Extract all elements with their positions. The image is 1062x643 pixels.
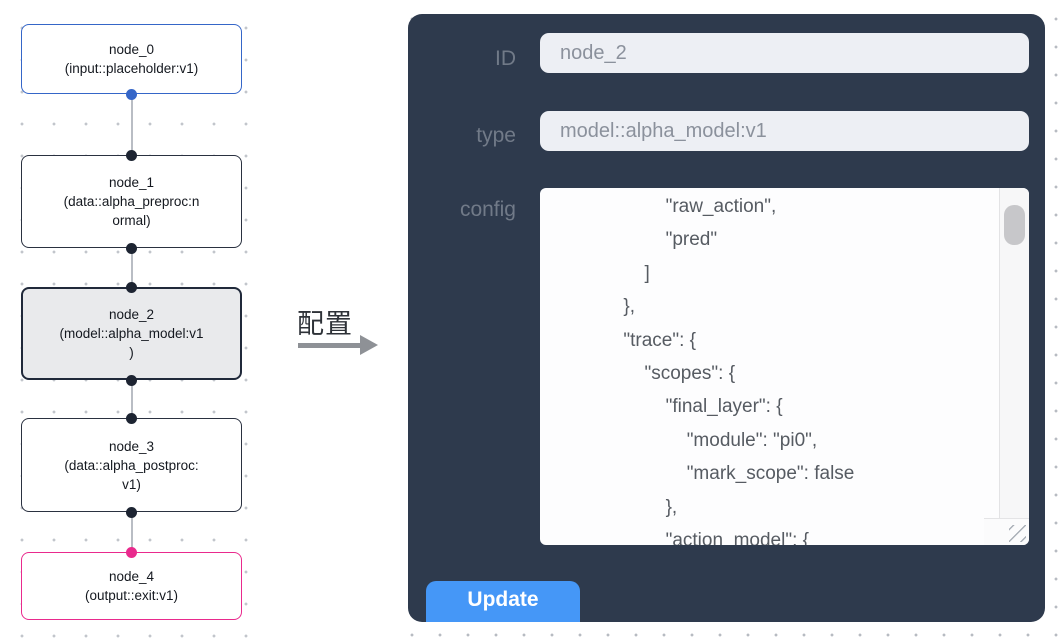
right-arrow-head-icon	[360, 335, 378, 355]
edge-node0-node1	[131, 94, 133, 155]
node-subtitle: )	[129, 345, 134, 360]
textarea-resize-corner[interactable]	[984, 518, 1029, 545]
config-scrollbar-thumb[interactable]	[1004, 205, 1025, 245]
node-config-panel: ID type config "raw_action", "pred" ] },…	[408, 14, 1045, 622]
config-textarea[interactable]: "raw_action", "pred" ] }, "trace": { "sc…	[540, 188, 1029, 545]
config-scrollbar[interactable]	[999, 188, 1029, 518]
node-title: node_4	[108, 569, 155, 584]
node-title: node_0	[108, 42, 155, 57]
port-node_4-in[interactable]	[126, 547, 137, 558]
node-node_0[interactable]: node_0 (input::placeholder:v1)	[21, 24, 242, 94]
id-label: ID	[495, 47, 516, 70]
config-json-text: "raw_action", "pred" ] }, "trace": { "sc…	[623, 196, 855, 545]
node-node_2-selected[interactable]: node_2 (model::alpha_model:v1 )	[21, 287, 242, 380]
node-node_1[interactable]: node_1 (data::alpha_preproc:n ormal)	[21, 155, 242, 248]
right-arrow-icon	[298, 343, 360, 348]
port-node_0-out[interactable]	[126, 89, 137, 100]
port-node_3-out[interactable]	[126, 507, 137, 518]
port-node_3-in[interactable]	[126, 413, 137, 424]
node-title: node_3	[108, 438, 155, 454]
node-title: node_2	[108, 307, 155, 322]
edge-node2-node3	[131, 380, 133, 418]
node-node_4[interactable]: node_4 (output::exit:v1)	[21, 552, 242, 620]
node-subtitle: (output::exit:v1)	[84, 588, 179, 603]
node-subtitle: (model::alpha_model:v1	[59, 326, 204, 341]
port-node_2-out[interactable]	[126, 375, 137, 386]
port-node_1-in[interactable]	[126, 150, 137, 161]
id-input[interactable]	[540, 33, 1029, 73]
node-subtitle: (input::placeholder:v1)	[64, 61, 199, 76]
transfer-label: 配置	[297, 309, 353, 339]
node-title: node_1	[108, 175, 155, 190]
update-button[interactable]: Update	[426, 581, 580, 622]
edge-node1-node2	[131, 248, 133, 287]
node-subtitle: (data::alpha_preproc:n	[63, 194, 200, 209]
resize-grip-icon	[1009, 525, 1026, 542]
edge-node3-node4	[131, 512, 133, 552]
config-label: config	[459, 198, 516, 221]
node-subtitle: ormal)	[112, 213, 151, 228]
port-node_1-out[interactable]	[126, 243, 137, 254]
node-node_3[interactable]: node_3 (data::alpha_postproc: v1)	[21, 418, 242, 512]
type-label: type	[476, 124, 516, 147]
node-subtitle: (data::alpha_postproc:	[64, 457, 199, 473]
node-subtitle: v1)	[122, 476, 141, 492]
type-input[interactable]	[540, 111, 1029, 151]
port-node_2-in[interactable]	[126, 282, 137, 293]
